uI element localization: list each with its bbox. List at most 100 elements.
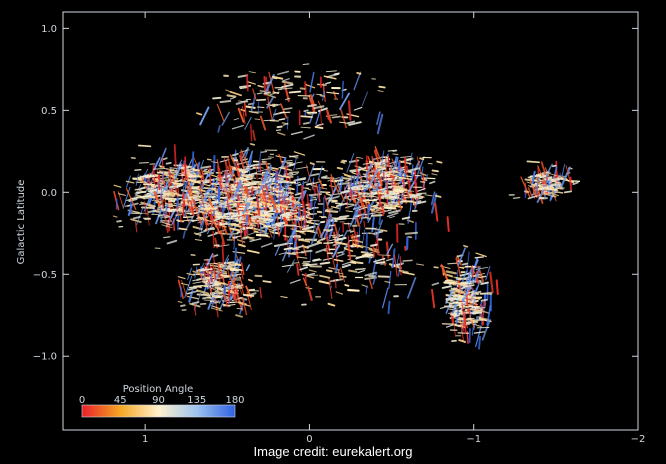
filament-segment	[261, 187, 267, 206]
filament-segment	[249, 143, 255, 146]
filament-segment	[211, 188, 217, 192]
filament-segment	[458, 266, 465, 270]
filament-segment	[244, 151, 249, 160]
filament-segment	[239, 188, 246, 191]
filament-segment	[188, 285, 202, 289]
filament-segment	[221, 258, 229, 274]
filament-segment	[450, 297, 463, 302]
filament-segment	[481, 275, 487, 278]
filament-segment	[210, 287, 216, 291]
filament-segment	[211, 305, 222, 310]
filament-segment	[361, 202, 368, 217]
filament-segment	[387, 149, 395, 152]
filament-segment	[257, 84, 264, 88]
filament-segment	[229, 90, 242, 97]
filament-segment	[353, 106, 363, 111]
filament-segment	[555, 187, 564, 190]
filament-segment	[241, 297, 248, 316]
filament-segment	[430, 193, 438, 214]
filament-segment	[246, 208, 255, 213]
filament-segment	[471, 311, 483, 315]
filament-segment	[153, 175, 156, 191]
filament-segment	[122, 186, 131, 209]
filament-segment	[420, 166, 424, 179]
image-credit: Image credit: eurekalert.org	[253, 444, 413, 459]
filament-segment	[266, 96, 275, 109]
filament-segment	[217, 124, 221, 133]
filament-segment	[317, 191, 331, 194]
filament-segment	[240, 167, 250, 172]
filament-segment	[259, 161, 262, 173]
filament-segment	[242, 201, 249, 205]
filament-segment	[214, 301, 221, 304]
filament-segment	[378, 216, 382, 225]
filament-segment	[212, 96, 222, 100]
filament-segment	[187, 295, 200, 300]
filament-segment	[391, 248, 396, 268]
filament-segment	[210, 210, 221, 214]
filament-segment	[278, 180, 282, 197]
filament-segment	[203, 187, 216, 190]
filament-segment	[334, 236, 347, 242]
filament-segment	[235, 207, 242, 228]
filament-segment	[134, 183, 142, 198]
filament-segment	[416, 156, 422, 175]
filament-segment	[563, 190, 573, 194]
filament-segment	[352, 174, 356, 190]
filament-segment	[147, 186, 155, 190]
filament-segment	[240, 262, 245, 275]
filament-segment	[271, 184, 273, 192]
filament-segment	[168, 168, 173, 186]
filament-segment	[323, 75, 337, 80]
filament-segment	[301, 273, 315, 279]
filament-segment	[193, 305, 197, 316]
filament-segment	[168, 184, 183, 189]
filament-segment	[310, 94, 315, 106]
filament-segment	[256, 198, 261, 216]
filament-segment	[281, 80, 294, 85]
filament-segment	[364, 271, 377, 277]
filament-segment	[165, 167, 179, 172]
filament-segment	[495, 279, 499, 296]
filament-segment	[300, 115, 313, 118]
filament-segment	[282, 156, 287, 167]
filament-segment	[543, 176, 553, 181]
filament-segment	[214, 286, 223, 290]
filament-segment	[332, 243, 339, 247]
filament-segment	[273, 191, 276, 212]
filament-segment	[159, 203, 168, 224]
filament-segment	[229, 96, 236, 100]
filament-segment	[368, 255, 372, 264]
filament-segment	[399, 256, 402, 276]
filament-segment	[352, 243, 364, 249]
filament-segment	[419, 172, 427, 177]
filament-segment	[551, 180, 561, 184]
filament-segment	[377, 89, 384, 93]
filament-segment	[286, 228, 297, 245]
filament-segment	[195, 161, 201, 177]
filament-segment	[211, 296, 223, 299]
filament-segment	[185, 292, 193, 295]
filament-segment	[368, 279, 373, 290]
filament-segment	[243, 101, 247, 117]
filament-segment	[381, 254, 386, 266]
filament-segment	[455, 256, 461, 276]
filament-segment	[477, 309, 491, 314]
filament-segment	[135, 221, 138, 233]
filament-segment	[196, 277, 203, 281]
filament-segment	[184, 156, 187, 181]
filament-segment	[379, 188, 386, 191]
filament-segment	[305, 263, 318, 266]
filament-segment	[379, 209, 392, 214]
filament-segment	[461, 302, 466, 328]
filament-segment	[473, 281, 481, 300]
filament-segment	[400, 156, 412, 158]
filament-segment	[252, 129, 256, 141]
filament-segment	[277, 203, 289, 209]
y-axis-ticks: 1.00.50.0−0.5−1.0	[33, 24, 638, 363]
filament-segment	[238, 217, 246, 222]
filament-segment	[325, 192, 332, 197]
filament-segment	[270, 179, 283, 183]
filament-segment	[251, 215, 261, 221]
filament-segment	[307, 164, 315, 183]
